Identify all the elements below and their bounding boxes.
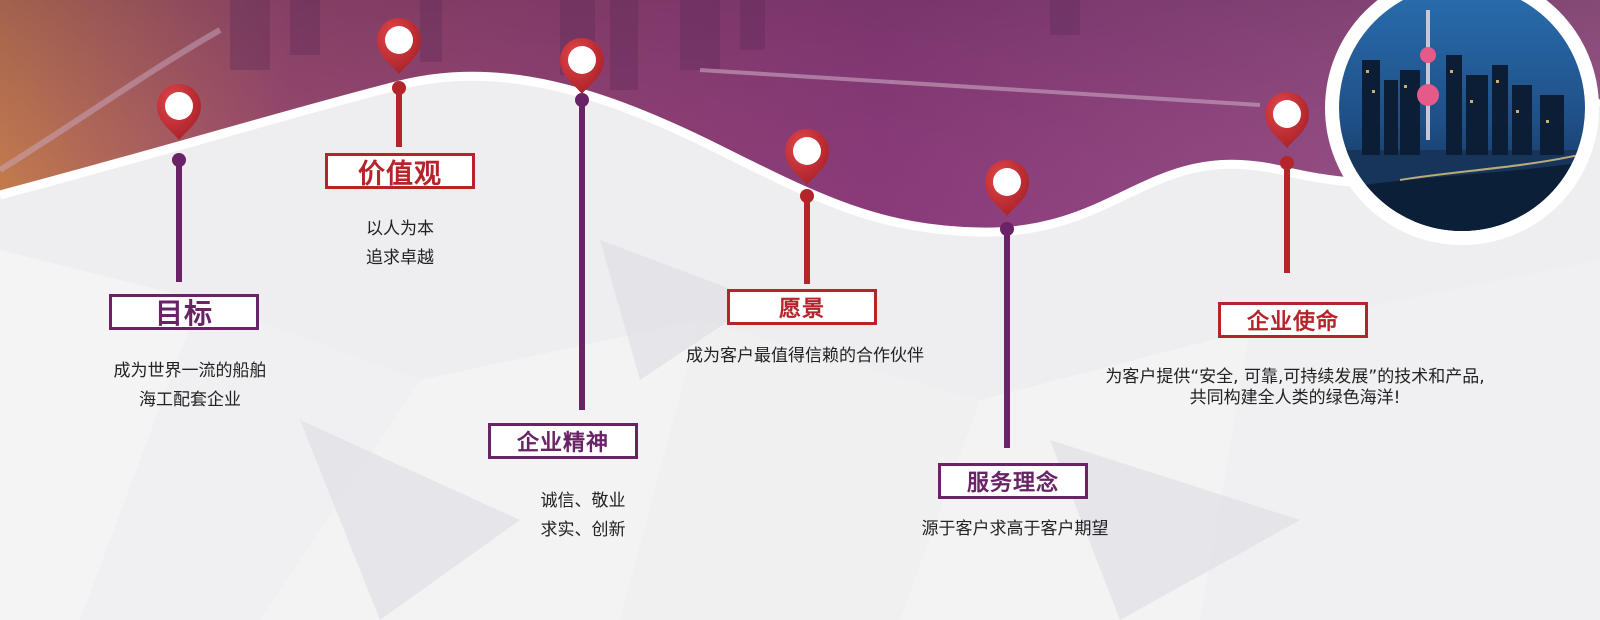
mission-title: 企业使命 (1246, 310, 1339, 335)
desc-line: 以人为本 (366, 219, 434, 239)
desc-line: 共同构建全人类的绿色海洋! (1189, 388, 1401, 408)
wave-line (0, 71, 1600, 237)
target-title-box: 目标 (109, 294, 259, 330)
desc-line: 成为世界一流的船舶 (113, 361, 267, 381)
target-title: 目标 (154, 297, 213, 330)
values-description: 以人为本 追求卓越 (320, 215, 480, 273)
spirit-title: 企业精神 (516, 431, 609, 456)
desc-line: 追求卓越 (366, 248, 434, 268)
values-title-box: 价值观 (325, 153, 475, 190)
desc-line: 源于客户求高于客户期望 (921, 519, 1109, 539)
map-pin-icon (785, 129, 829, 185)
map-pin-icon (1265, 92, 1309, 148)
vision-title: 愿景 (778, 297, 825, 322)
desc-line: 海工配套企业 (139, 390, 241, 410)
desc-line: 成为客户最值得信赖的合作伙伴 (686, 346, 924, 366)
mission-title-box: 企业使命 (1218, 302, 1368, 338)
map-pin-icon (377, 18, 421, 74)
target-description: 成为世界一流的船舶 海工配套企业 (90, 357, 290, 415)
map-pin-icon (985, 160, 1029, 216)
values-title: 价值观 (358, 158, 442, 190)
city-photo (1339, 0, 1585, 231)
desc-line: 为客户提供“安全, 可靠,可持续发展”的技术和产品, (1105, 367, 1485, 387)
map-pin-icon (560, 38, 604, 94)
timeline-markers (157, 18, 1309, 448)
service-title-box: 服务理念 (938, 463, 1088, 499)
spirit-description: 诚信、敬业 求实、创新 (503, 487, 663, 545)
vision-title-box: 愿景 (727, 289, 877, 325)
map-pin-icon (157, 84, 201, 140)
desc-line: 求实、创新 (540, 520, 626, 540)
spirit-title-box: 企业精神 (488, 423, 638, 459)
service-title: 服务理念 (966, 471, 1059, 496)
mission-description: 为客户提供“安全, 可靠,可持续发展”的技术和产品, 共同构建全人类的绿色海洋! (1060, 367, 1530, 409)
service-description: 源于客户求高于客户期望 (890, 515, 1140, 544)
vision-description: 成为客户最值得信赖的合作伙伴 (660, 342, 950, 371)
desc-line: 诚信、敬业 (540, 491, 626, 511)
